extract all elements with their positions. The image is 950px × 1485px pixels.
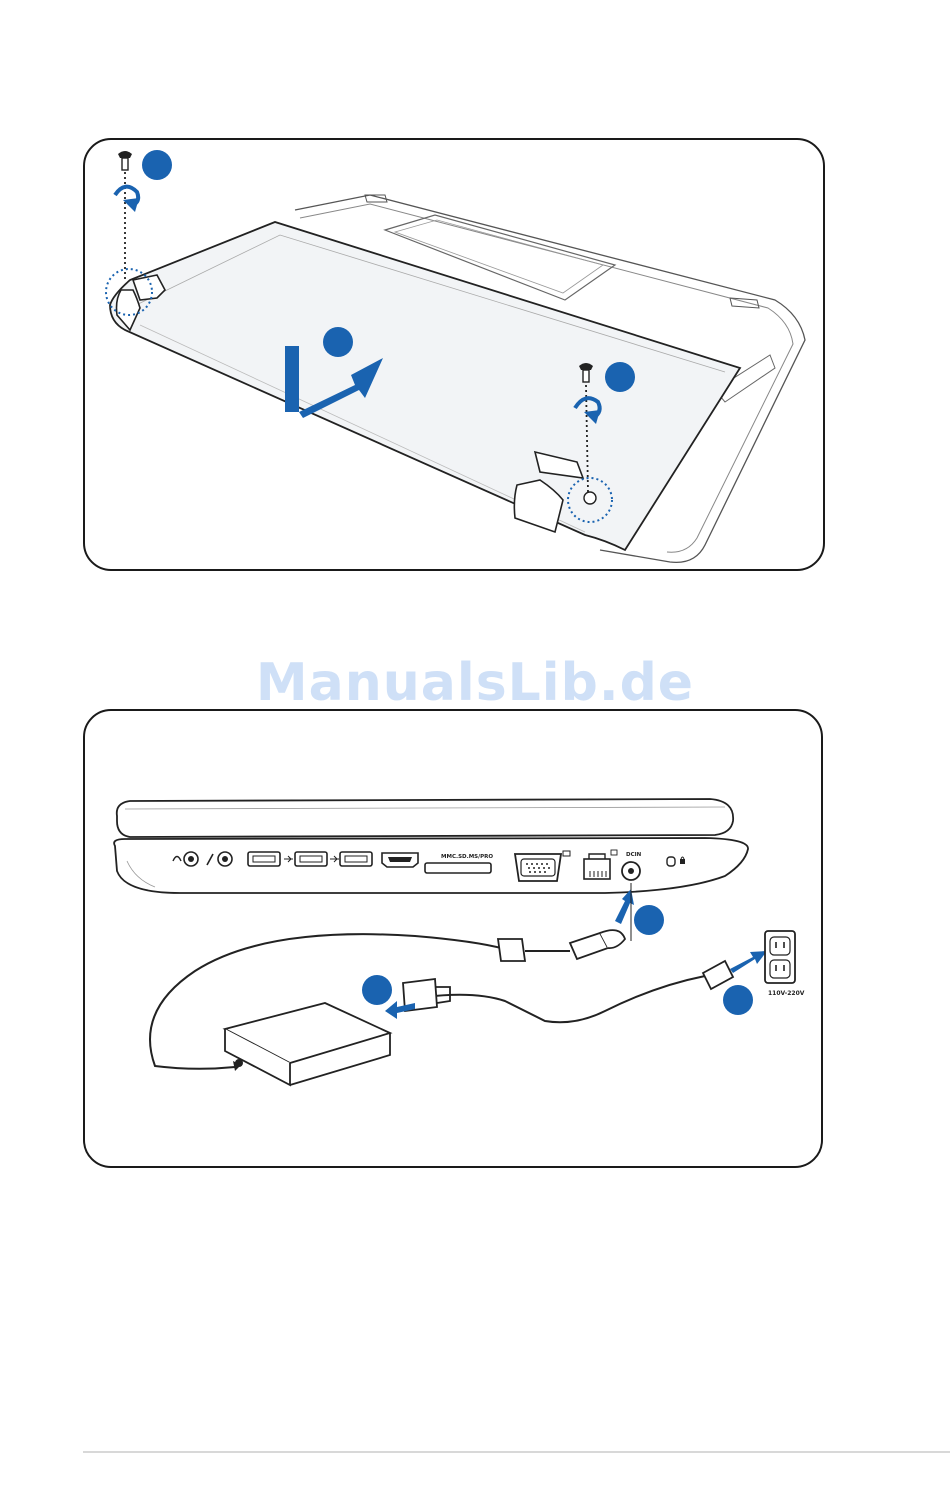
battery-removal-figure: [83, 138, 825, 571]
laptop-underside-illustration: [85, 140, 827, 573]
power-connection-figure: MMC.SD.MS/PRO DCIN: [83, 709, 823, 1168]
card-reader-slot: [425, 863, 491, 873]
card-reader-label: MMC.SD.MS/PRO: [441, 854, 493, 860]
footer-rule: [83, 1451, 950, 1453]
step-marker: [634, 905, 664, 935]
power-adapter: [225, 1003, 390, 1085]
kensington-lock-slot: [667, 857, 675, 866]
ferrite-core: [498, 939, 525, 961]
wall-outlet: [765, 931, 795, 983]
watermark: ManualsLib.de: [0, 653, 950, 713]
step-marker: [362, 975, 392, 1005]
step-marker: [142, 150, 172, 180]
laptop-side-illustration: MMC.SD.MS/PRO DCIN: [85, 711, 825, 1170]
step-marker: [723, 985, 753, 1015]
step-marker: [323, 327, 353, 357]
wall-plug: [703, 961, 733, 989]
outlet-voltage-label: 110V-220V: [768, 990, 805, 997]
step-marker: [605, 362, 635, 392]
plug-in-arrow-icon: [730, 951, 767, 973]
dcin-label: DCIN: [626, 852, 642, 858]
screw-icon: [118, 151, 132, 170]
